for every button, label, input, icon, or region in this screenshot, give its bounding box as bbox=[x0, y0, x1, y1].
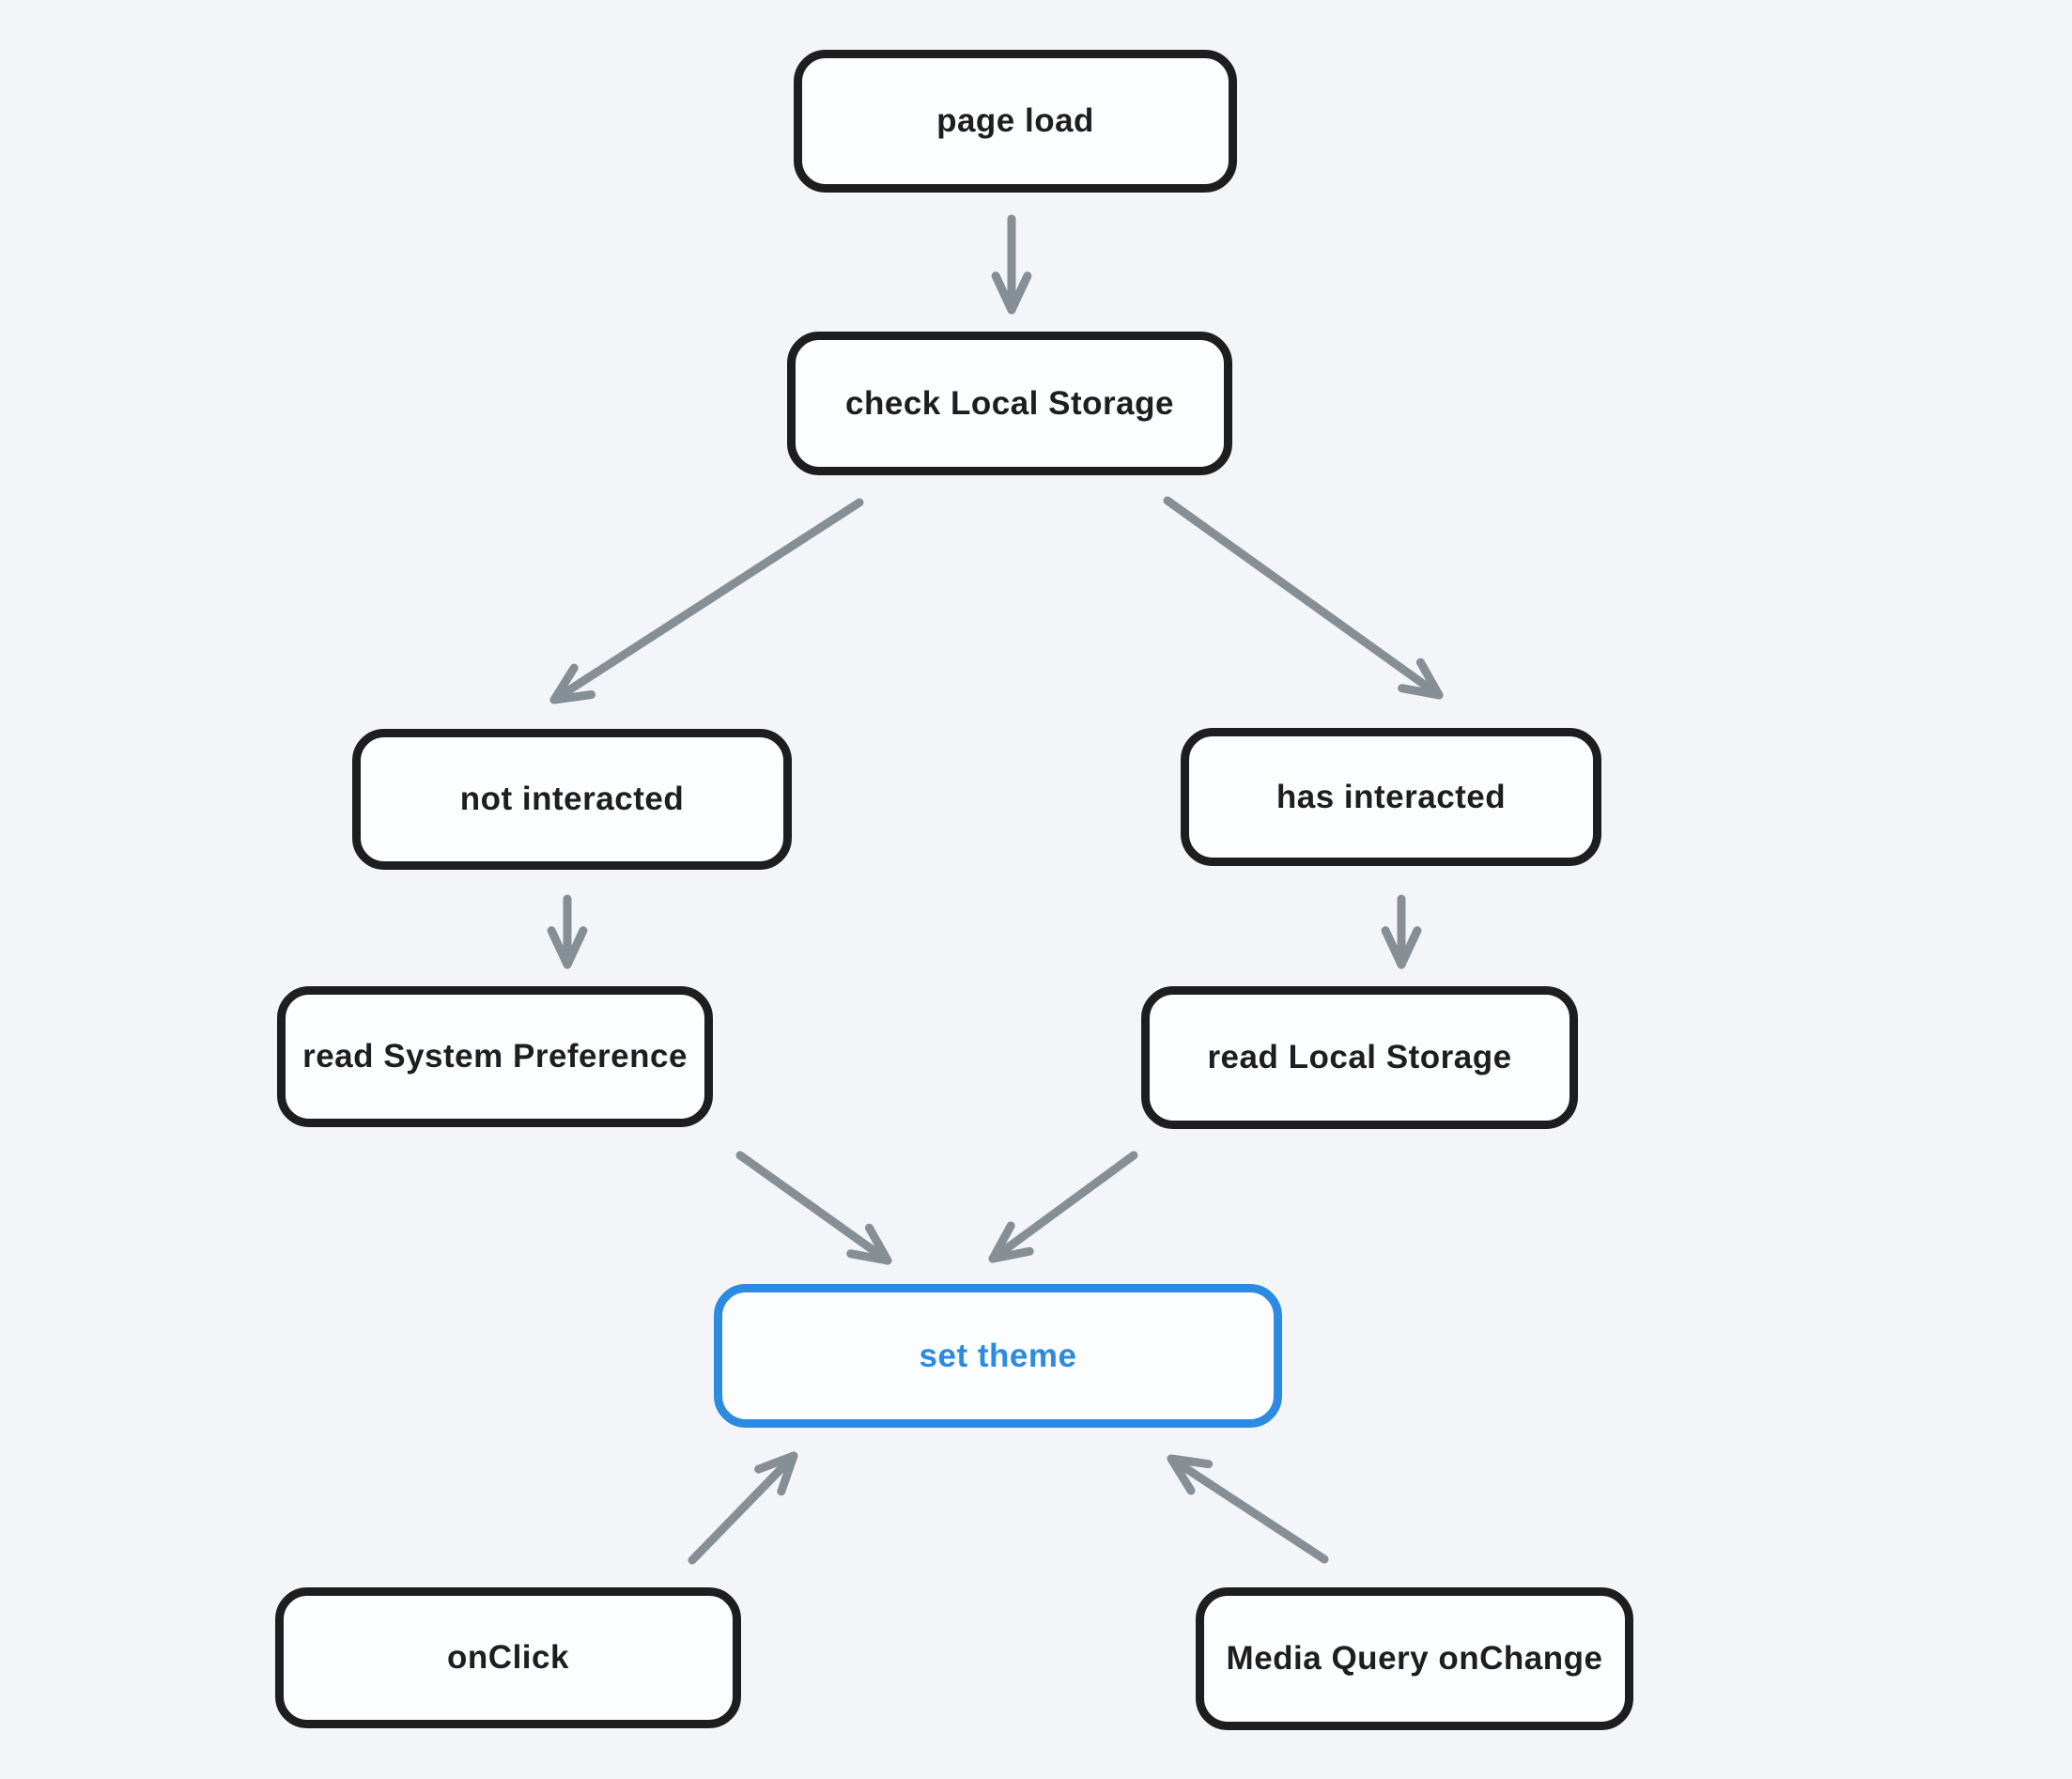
node-onclick-label: onClick bbox=[447, 1639, 569, 1676]
node-not-interacted-label: not interacted bbox=[459, 781, 685, 817]
node-check-local-storage-label: check Local Storage bbox=[845, 384, 1174, 422]
edge-check-local-storage-to-not-interacted bbox=[549, 498, 864, 704]
edge-onclick-to-set-theme bbox=[688, 1451, 798, 1565]
edge-check-local-storage-to-has-interacted bbox=[1163, 496, 1444, 700]
node-read-local-storage-label: read Local Storage bbox=[1207, 1039, 1512, 1075]
edge-page-load-to-check-local-storage bbox=[991, 214, 1032, 315]
node-set-theme-label: set theme bbox=[919, 1337, 1077, 1374]
edge-read-system-preference-to-set-theme bbox=[735, 1151, 892, 1265]
node-page-load-label: page load bbox=[936, 102, 1094, 139]
node-set-theme[interactable]: set theme bbox=[714, 1284, 1282, 1428]
node-media-query-onchange[interactable]: Media Query onChange bbox=[1196, 1587, 1633, 1730]
node-read-system-preference[interactable]: read System Preference bbox=[277, 986, 713, 1127]
node-has-interacted-label: has interacted bbox=[1276, 778, 1507, 815]
node-check-local-storage[interactable]: check Local Storage bbox=[787, 332, 1232, 475]
node-has-interacted[interactable]: has interacted bbox=[1181, 728, 1601, 866]
node-page-load[interactable]: page load bbox=[794, 50, 1237, 193]
edge-not-interacted-to-read-system-preference bbox=[547, 894, 588, 969]
node-not-interacted[interactable]: not interacted bbox=[352, 729, 792, 870]
node-read-system-preference-label: read System Preference bbox=[302, 1038, 688, 1075]
node-media-query-onchange-label: Media Query onChange bbox=[1226, 1640, 1603, 1677]
edge-read-local-storage-to-set-theme bbox=[988, 1151, 1138, 1263]
node-onclick[interactable]: onClick bbox=[275, 1587, 741, 1728]
edge-has-interacted-to-read-local-storage bbox=[1381, 894, 1422, 969]
node-read-local-storage[interactable]: read Local Storage bbox=[1141, 986, 1578, 1129]
edge-media-query-onchange-to-set-theme bbox=[1167, 1454, 1329, 1564]
